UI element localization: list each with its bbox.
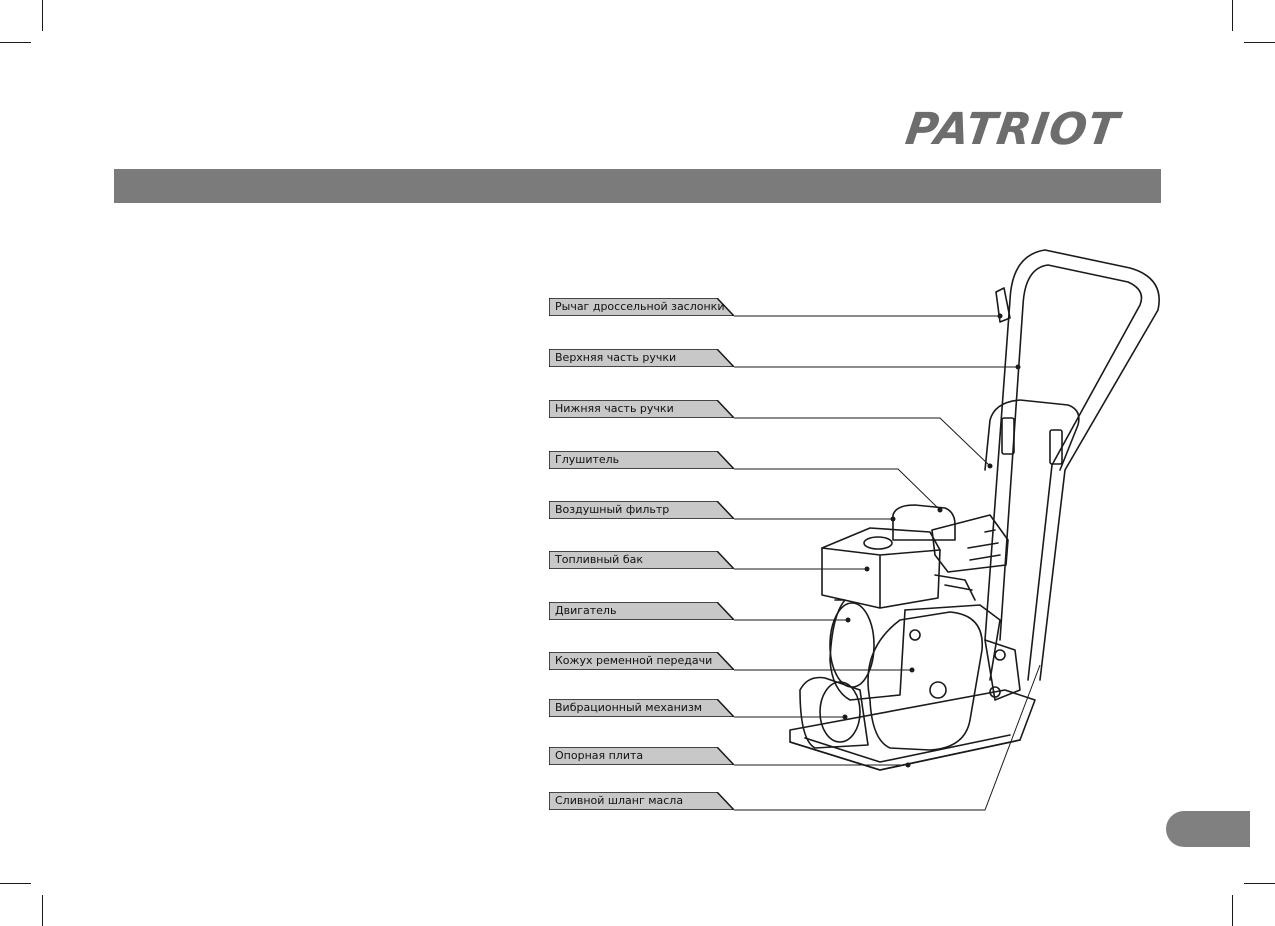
label-tag [549, 349, 734, 367]
label-tag [549, 451, 734, 469]
page-number-badge [1166, 811, 1250, 847]
crop-mark [0, 42, 31, 43]
part-label-text: Верхняя часть ручки [555, 351, 677, 364]
leader-dot [842, 714, 848, 720]
label-tag [549, 602, 734, 620]
part-label-muffler: Глушитель [549, 451, 734, 469]
label-tag [549, 747, 734, 765]
part-label-oil-drain-hose: Сливной шланг масла [549, 792, 734, 810]
crop-mark [1244, 42, 1275, 43]
leader-dot [905, 762, 911, 768]
part-label-text: Опорная плита [555, 749, 644, 762]
label-tag [549, 400, 734, 418]
handle-clamp [1049, 429, 1063, 465]
part-label-text: Глушитель [555, 453, 620, 466]
part-label-text: Рычаг дроссельной заслонки [555, 300, 725, 313]
part-label-vibration-mechanism: Вибрационный механизм [549, 699, 734, 717]
leader-dot [937, 507, 943, 513]
part-label-upper-handle: Верхняя часть ручки [549, 349, 734, 367]
leader-dot [997, 313, 1003, 319]
label-tag [549, 699, 734, 717]
belt-guard [867, 611, 983, 751]
crop-mark [1244, 883, 1275, 884]
muffler [931, 514, 1009, 573]
part-label-text: Нижняя часть ручки [555, 402, 674, 415]
leader-dot [845, 617, 851, 623]
part-label-throttle-lever: Рычаг дроссельной заслонки [549, 298, 734, 316]
part-label-text: Двигатель [555, 604, 617, 617]
leader-line [734, 664, 1041, 811]
label-tag [549, 298, 734, 316]
leader-dot [987, 463, 993, 469]
part-label-text: Топливный бак [555, 553, 643, 566]
crop-mark [42, 895, 43, 926]
leader-dot [1015, 364, 1021, 370]
leader-line [734, 417, 991, 467]
leader-dot [864, 566, 870, 572]
label-tag [549, 551, 734, 569]
fuel-tank [821, 527, 941, 609]
engine [829, 599, 906, 701]
part-label-belt-guard: Кожух ременной передачи [549, 652, 734, 670]
crop-mark [0, 883, 31, 884]
throttle-lever [995, 287, 1011, 323]
part-label-fuel-tank: Топливный бак [549, 551, 734, 569]
base-plate [789, 689, 1036, 771]
part-label-text: Кожух ременной передачи [555, 654, 713, 667]
part-label-text: Воздушный фильтр [555, 503, 670, 516]
air-filter [892, 504, 956, 541]
part-label-base-plate: Опорная плита [549, 747, 734, 765]
part-label-text: Сливной шланг масла [555, 794, 684, 807]
crop-mark [1232, 0, 1233, 31]
section-header-bar [114, 169, 1161, 203]
handle-outer [984, 249, 1160, 681]
leader-line [734, 468, 941, 511]
leader-dot [909, 667, 915, 673]
crop-mark [42, 0, 43, 31]
part-label-engine: Двигатель [549, 602, 734, 620]
part-label-air-filter: Воздушный фильтр [549, 501, 734, 519]
part-label-text: Вибрационный механизм [555, 701, 703, 714]
crop-mark [1232, 895, 1233, 926]
handle-clamp [1001, 417, 1015, 455]
handle-outer-inner [999, 264, 1143, 681]
handle-lower [984, 399, 1080, 471]
leader-dot [890, 516, 896, 522]
label-tag [549, 501, 734, 519]
part-label-lower-handle: Нижняя часть ручки [549, 400, 734, 418]
label-tag [549, 652, 734, 670]
label-tag [549, 792, 734, 810]
vibration-exciter [799, 676, 869, 749]
